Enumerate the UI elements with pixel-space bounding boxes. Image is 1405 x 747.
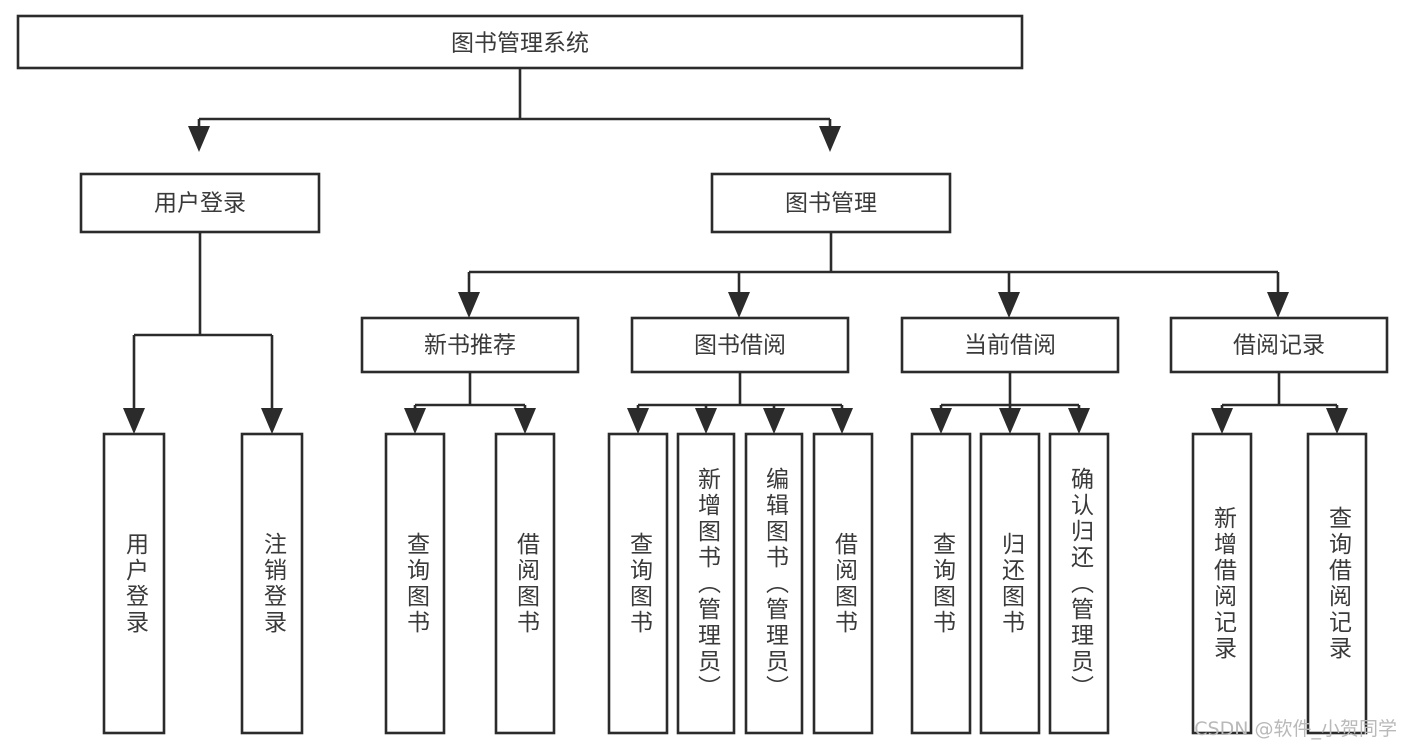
node-new-book-recommend-label: 新书推荐 [424,333,516,359]
node-leaf-user-login-box[interactable] [102,432,166,735]
node-leaf-confirm-return-box[interactable] [1048,432,1110,735]
node-leaf-add-record-box[interactable] [1191,432,1253,735]
arrow-to-book-borrow [728,292,750,318]
node-borrow-record-label: 借阅记录 [1233,333,1325,359]
node-new-book-recommend-box[interactable] [360,316,580,374]
node-borrow-record-box[interactable] [1169,316,1389,374]
node-leaf-edit-book-box[interactable] [744,432,804,735]
node-book-borrow-box[interactable] [630,316,850,374]
arrow-to-leaf-borrow-book-1 [514,408,536,434]
node-current-borrow-label: 当前借阅 [964,333,1056,359]
node-book-borrow-label: 图书借阅 [694,333,786,359]
arrow-to-leaf-borrow-book-2 [831,408,853,434]
node-root-box[interactable] [16,14,1024,70]
arrow-root-to-book-management [819,126,841,152]
node-leaf-return-book-box[interactable] [979,432,1041,735]
node-leaf-query-record-box[interactable] [1306,432,1368,735]
arrow-to-leaf-query-book-1 [404,408,426,434]
arrow-to-leaf-edit-book [763,408,785,434]
arrow-to-leaf-add-book [695,408,717,434]
node-book-management-box[interactable] [710,172,952,234]
node-leaf-query-book-3-box[interactable] [910,432,972,735]
node-leaf-add-book-box[interactable] [676,432,736,735]
node-leaf-query-book-2-box[interactable] [607,432,669,735]
arrow-to-new-book-recommend [458,292,480,318]
arrow-root-to-user-login [188,126,210,152]
arrow-to-leaf-logout [261,408,283,434]
node-current-borrow-box[interactable] [900,316,1120,374]
arrow-to-current-borrow [998,292,1020,318]
node-leaf-query-book-1-box[interactable] [384,432,446,735]
arrow-to-leaf-query-record [1326,408,1348,434]
node-leaf-logout-box[interactable] [240,432,304,735]
node-root-label: 图书管理系统 [451,31,589,57]
node-leaf-borrow-book-2-box[interactable] [812,432,874,735]
arrow-to-leaf-query-book-2 [627,408,649,434]
arrow-to-borrow-record [1267,292,1289,318]
node-leaf-borrow-book-1-box[interactable] [494,432,556,735]
arrow-to-leaf-query-book-3 [930,408,952,434]
arrow-to-leaf-return-book [999,408,1021,434]
arrow-to-leaf-confirm-return [1068,408,1090,434]
arrow-to-leaf-user-login [123,408,145,434]
node-book-management-label: 图书管理 [785,191,877,217]
watermark-text: CSDN @软件_小贺同学 [1194,718,1397,740]
arrow-to-leaf-add-record [1211,408,1233,434]
node-user-login-label: 用户登录 [154,191,246,217]
